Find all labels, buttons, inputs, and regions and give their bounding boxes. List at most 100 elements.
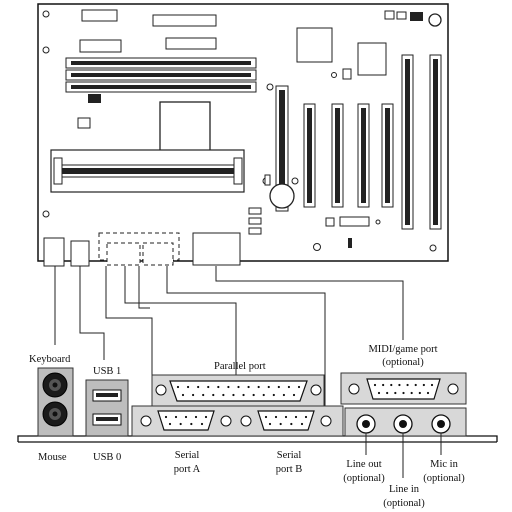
- mounting-hole: [429, 244, 437, 252]
- midi-game-port: [366, 378, 441, 400]
- ps2-connector-board: [43, 237, 65, 267]
- audio-header-board: [192, 232, 241, 266]
- mounting-hole: [42, 10, 50, 18]
- connector-pin: [294, 415, 298, 419]
- chip: [396, 11, 407, 20]
- serial-port-a-label: Serial: [175, 450, 200, 461]
- connector-pin: [426, 391, 430, 395]
- connector-pin: [202, 393, 205, 397]
- connector-pin: [430, 383, 434, 387]
- connector-pin: [398, 383, 401, 387]
- connector-pin: [418, 391, 421, 395]
- connector-pin: [377, 391, 381, 395]
- line-out-label: Line out: [346, 459, 381, 470]
- ps2-ports: [37, 367, 74, 437]
- connector-pin: [179, 422, 182, 426]
- connector-pin: [252, 393, 255, 397]
- chip: [325, 217, 335, 227]
- midi-game-port-label: (optional): [382, 357, 424, 368]
- connector-pin: [204, 415, 208, 419]
- connector-pin: [304, 415, 308, 419]
- connector-pin: [197, 385, 200, 389]
- connector-pin: [386, 391, 389, 395]
- connector-pin: [414, 383, 417, 387]
- mounting-hole: [313, 243, 321, 251]
- serial-port-b-label: Serial: [277, 450, 302, 461]
- connector-pin: [257, 385, 260, 389]
- mounting-hole: [428, 13, 442, 27]
- line-in-label: (optional): [383, 498, 425, 509]
- connector-pin: [262, 393, 265, 397]
- usb-ports: [85, 379, 129, 437]
- connector-pin: [287, 385, 291, 389]
- cpu-socket: [159, 101, 211, 152]
- chip: [296, 27, 333, 63]
- connector-pin: [300, 422, 304, 426]
- mic-in-label: (optional): [423, 473, 465, 484]
- parallel-port: [169, 380, 308, 402]
- chip: [81, 9, 118, 22]
- connector-pin: [207, 385, 210, 389]
- chip: [291, 177, 299, 185]
- chip: [248, 207, 262, 215]
- connector-pin: [181, 393, 185, 397]
- midi-game-panel: [340, 372, 467, 405]
- connector-pin: [186, 385, 190, 389]
- port-header-board: [142, 242, 174, 266]
- chip: [248, 227, 262, 235]
- expansion-slots: [275, 54, 442, 230]
- chip: [342, 68, 352, 80]
- connector-pin: [168, 422, 172, 426]
- connector-pin: [279, 422, 282, 426]
- connector-pin: [394, 391, 397, 395]
- mounting-hole: [42, 210, 50, 218]
- chip: [357, 42, 387, 76]
- motherboard: [37, 3, 449, 267]
- connector-pin: [191, 393, 195, 397]
- connector-pin: [232, 393, 235, 397]
- parallel-serial-panel: [131, 374, 344, 437]
- chip: [88, 94, 101, 103]
- chip: [410, 12, 423, 21]
- serial-port-a: [157, 410, 215, 431]
- audio-panel: [344, 407, 467, 437]
- connector-pin: [194, 415, 198, 419]
- connector-pin: [402, 391, 405, 395]
- connector-pin: [292, 393, 296, 397]
- mouse-label: Mouse: [38, 452, 67, 463]
- serial-port-b-label: port B: [276, 464, 303, 475]
- chip: [339, 216, 370, 227]
- connector-pin: [297, 385, 301, 389]
- cmos-battery: [269, 183, 295, 209]
- midi-game-port-label: MIDI/game port: [368, 344, 437, 355]
- connector-pin: [406, 383, 409, 387]
- connector-pin: [237, 385, 240, 389]
- mounting-hole: [266, 83, 274, 91]
- connector-pin: [217, 385, 220, 389]
- chip: [165, 37, 217, 50]
- leader-lines: [54, 266, 404, 406]
- connector-pin: [382, 383, 385, 387]
- connector-pin: [247, 385, 250, 389]
- chip: [348, 238, 352, 248]
- connector-pin: [390, 383, 393, 387]
- mounting-hole: [331, 72, 337, 78]
- connector-pin: [264, 415, 268, 419]
- line-in-label: Line in: [389, 484, 420, 495]
- connector-pin: [290, 422, 293, 426]
- connector-pin: [176, 385, 180, 389]
- chip: [77, 117, 91, 129]
- usb-connector-board: [70, 240, 90, 267]
- parallel-port-label: Parallel port: [214, 361, 266, 372]
- chip: [375, 219, 381, 225]
- connector-pin: [272, 393, 275, 397]
- line-out-label: (optional): [343, 473, 385, 484]
- chip: [248, 217, 262, 225]
- connector-pin: [227, 385, 230, 389]
- connector-pin: [373, 383, 377, 387]
- connector-pin: [184, 415, 188, 419]
- connector-pin: [174, 415, 178, 419]
- connector-pin: [200, 422, 204, 426]
- usb1-label: USB 1: [93, 366, 121, 377]
